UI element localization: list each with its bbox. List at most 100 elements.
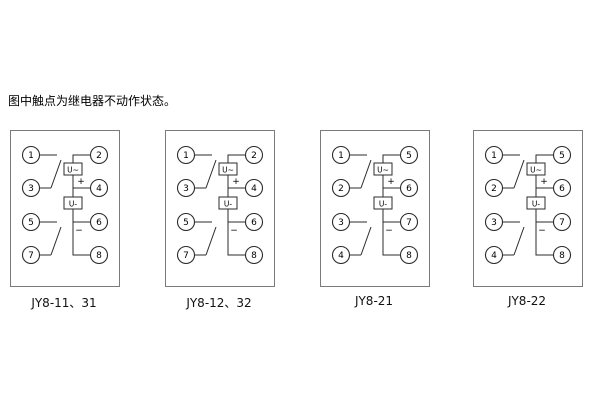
- terminal-circle: [552, 245, 572, 265]
- model-label: JY8-21: [354, 294, 394, 308]
- caption-note: 图中触点为继电器不动作状态。: [8, 94, 177, 108]
- terminal-number: 8: [96, 251, 102, 261]
- contact-blade: [513, 159, 525, 189]
- terminal-number: 7: [406, 218, 412, 228]
- terminal-circle: [399, 212, 419, 232]
- dc-coil-box: [218, 196, 238, 210]
- terminal-circle: [552, 178, 572, 198]
- terminal-number: 3: [28, 184, 34, 194]
- ac-coil-label: U~: [67, 166, 79, 175]
- contact-blade: [360, 159, 372, 189]
- terminal-circle: [552, 145, 572, 165]
- terminal-number: 2: [251, 151, 257, 161]
- terminal-number: 8: [406, 251, 412, 261]
- terminal-number: 8: [559, 251, 565, 261]
- plus-mark: +: [232, 177, 240, 187]
- terminal-circle: [21, 178, 41, 198]
- contact-blade: [50, 159, 62, 189]
- model-label: JY8-11、31: [31, 296, 97, 310]
- terminal-circle: [176, 145, 196, 165]
- terminal-number: 3: [491, 218, 497, 228]
- terminal-number: 1: [183, 151, 189, 161]
- terminal-number: 5: [28, 218, 34, 228]
- terminal-number: 1: [338, 151, 344, 161]
- plus-mark: +: [540, 177, 548, 187]
- dc-coil-label: U-: [532, 200, 540, 209]
- terminal-number: 3: [338, 218, 344, 228]
- terminal-circle: [331, 145, 351, 165]
- terminal-number: 4: [251, 184, 257, 194]
- dc-coil-label: U-: [379, 200, 387, 209]
- terminal-circle: [484, 145, 504, 165]
- terminal-number: 4: [96, 184, 102, 194]
- plus-mark: +: [387, 177, 395, 187]
- ac-coil-box: [63, 162, 83, 176]
- terminal-circle: [244, 145, 264, 165]
- model-label: JY8-12、32: [186, 296, 252, 310]
- terminal-circle: [89, 245, 109, 265]
- terminal-circle: [21, 145, 41, 165]
- plus-mark: +: [77, 177, 85, 187]
- terminal-circle: [399, 245, 419, 265]
- terminal-circle: [89, 212, 109, 232]
- minus-mark: −: [230, 226, 238, 236]
- terminal-number: 6: [559, 184, 565, 194]
- terminal-circle: [399, 145, 419, 165]
- contact-blade: [360, 226, 372, 256]
- ac-coil-label: U~: [222, 166, 234, 175]
- terminal-number: 5: [559, 151, 565, 161]
- terminal-number: 6: [406, 184, 412, 194]
- ac-coil-label: U~: [377, 166, 389, 175]
- minus-mark: −: [385, 226, 393, 236]
- dc-coil-box: [373, 196, 393, 210]
- terminal-circle: [484, 178, 504, 198]
- terminal-number: 5: [406, 151, 412, 161]
- minus-mark: −: [538, 226, 546, 236]
- ac-coil-label: U~: [530, 166, 542, 175]
- terminal-circle: [89, 178, 109, 198]
- dc-coil-box: [63, 196, 83, 210]
- terminal-number: 6: [96, 218, 102, 228]
- terminal-circle: [21, 245, 41, 265]
- terminal-circle: [331, 178, 351, 198]
- terminal-number: 3: [183, 184, 189, 194]
- terminal-number: 7: [183, 251, 189, 261]
- relay-schematic: U~ U- + − 1 2 3 4 5 6 7 8: [473, 130, 583, 287]
- terminal-number: 8: [251, 251, 257, 261]
- terminal-circle: [399, 178, 419, 198]
- terminal-circle: [484, 245, 504, 265]
- dc-coil-label: U-: [69, 200, 77, 209]
- terminal-circle: [484, 212, 504, 232]
- contact-blade: [205, 159, 217, 189]
- terminal-number: 6: [251, 218, 257, 228]
- terminal-number: 2: [491, 184, 497, 194]
- terminal-circle: [331, 212, 351, 232]
- dc-coil-box: [526, 196, 546, 210]
- terminal-number: 4: [491, 251, 497, 261]
- terminal-circle: [331, 245, 351, 265]
- terminal-circle: [552, 212, 572, 232]
- minus-mark: −: [75, 226, 83, 236]
- terminal-circle: [176, 245, 196, 265]
- terminal-number: 7: [559, 218, 565, 228]
- terminal-circle: [244, 212, 264, 232]
- dc-coil-label: U-: [224, 200, 232, 209]
- terminal-number: 2: [96, 151, 102, 161]
- model-label: JY8-22: [507, 294, 547, 308]
- relay-diagram-panel: U~ U- + − 1 2 3 4 5 6 7 8 JY8-22: [473, 130, 583, 308]
- terminal-number: 1: [491, 151, 497, 161]
- ac-coil-box: [373, 162, 393, 176]
- terminal-circle: [176, 178, 196, 198]
- ac-coil-box: [526, 162, 546, 176]
- terminal-number: 2: [338, 184, 344, 194]
- terminal-circle: [21, 212, 41, 232]
- contact-blade: [205, 226, 217, 256]
- terminal-circle: [176, 212, 196, 232]
